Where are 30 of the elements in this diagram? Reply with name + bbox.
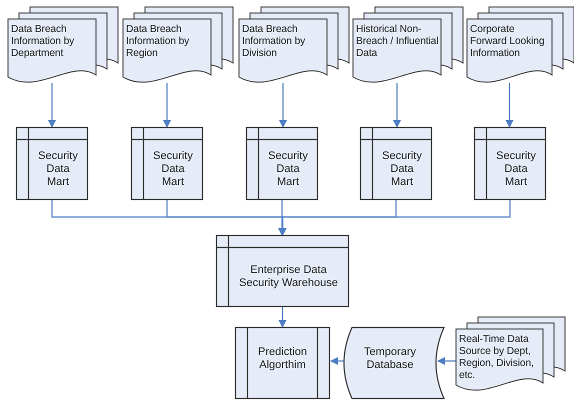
node-label: Data Breach Information by Region	[126, 24, 190, 60]
arrow	[506, 83, 514, 128]
arrow	[48, 83, 56, 128]
node-label: Temporary Database	[363, 346, 417, 372]
node-label: Real-Time Data Source by Dept, Region, Division, etc.	[459, 334, 535, 382]
data-store-box	[360, 127, 432, 200]
node-label: Historical Non-Breach / Influential Data	[356, 24, 440, 60]
node-label: Corporate Forward Looking Information	[470, 24, 546, 60]
arrow	[279, 83, 287, 128]
node-label: Security Data Mart	[495, 150, 537, 189]
data-store-box	[474, 127, 546, 200]
node-label: Data Breach Information by Department	[11, 24, 76, 60]
arrow	[393, 83, 401, 128]
data-store-box	[216, 235, 349, 307]
node-label: Prediction Algorthim	[257, 346, 308, 372]
arrow	[163, 83, 171, 128]
node-label: Security Data Mart	[267, 150, 309, 189]
stored-data-shape	[344, 327, 444, 399]
arrow	[278, 307, 286, 328]
arrow	[437, 357, 456, 365]
process-box	[235, 327, 330, 399]
node-label: Security Data Mart	[152, 150, 194, 189]
arrow	[330, 357, 345, 365]
node-label: Enterprise Data Security Warehouse	[238, 264, 339, 290]
data-store-box	[131, 127, 203, 200]
node-label: Security Data Mart	[37, 150, 79, 189]
data-store-box	[16, 127, 88, 200]
data-store-box	[246, 127, 318, 200]
node-label: Data Breach Information by Division	[242, 24, 306, 60]
node-label: Security Data Mart	[381, 150, 423, 189]
